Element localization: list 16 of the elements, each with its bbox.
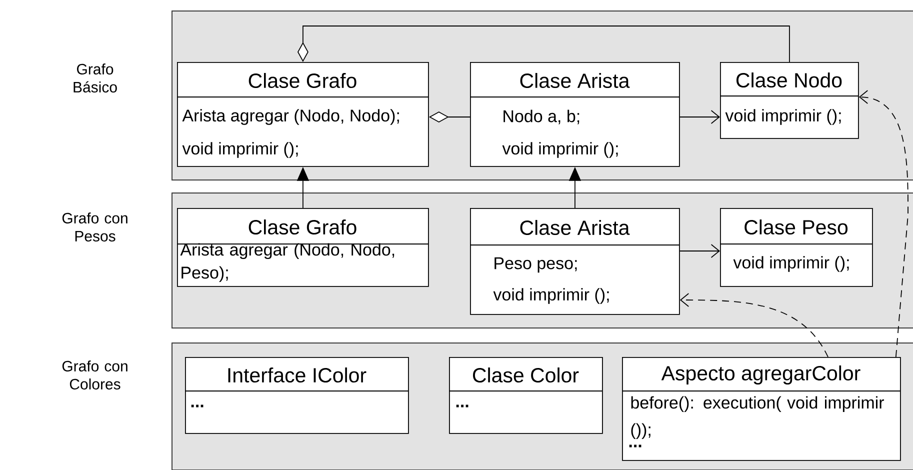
class-box: Clase Peso void imprimir (); <box>720 208 873 287</box>
class-box: Clase Grafo Arista agregar (Nodo, Nodo, Peso); <box>176 208 429 287</box>
class-box: Clase Nodo void imprimir (); <box>720 62 859 139</box>
dashed-arrow <box>858 90 908 358</box>
dashed-arrow <box>680 293 828 358</box>
arrow <box>679 244 720 258</box>
class-box: Clase Color ... <box>448 357 603 434</box>
class-box: Aspecto agregarColor before(): execution( void imprimir ()); ... <box>622 357 901 461</box>
node-label: Grafo con Colores <box>62 360 128 390</box>
node-label: Grafo con Pesos <box>62 212 128 242</box>
class-box: Interface IColor ... <box>184 357 409 434</box>
arrow <box>679 110 720 124</box>
node-label: Grafo Básico <box>74 63 117 92</box>
class-box: Clase Arista Nodo a, b; void imprimir (); <box>470 62 680 167</box>
class-box: Clase Grafo Arista agregar (Nodo, Nodo); void imprimir (); <box>176 62 429 167</box>
class-box: Clase Arista Peso peso; void imprimir (); <box>470 208 680 315</box>
